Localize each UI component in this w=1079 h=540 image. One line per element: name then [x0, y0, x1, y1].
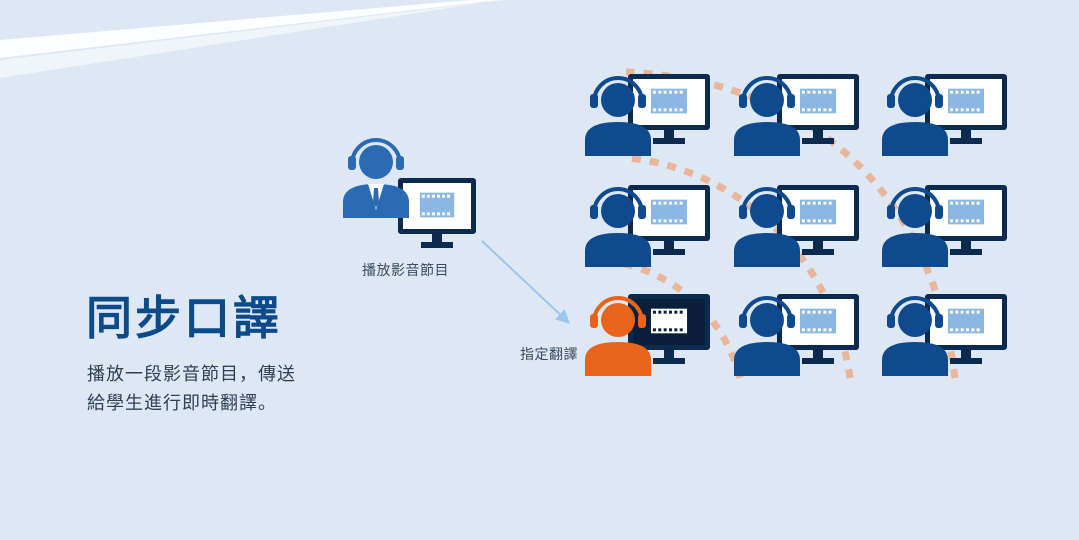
monitor-icon	[628, 74, 710, 144]
film-icon	[799, 308, 837, 334]
student-figure-4	[585, 185, 710, 267]
description: 播放一段影音節目，傳送 給學生進行即時翻譯。	[87, 360, 296, 418]
film-icon	[947, 88, 985, 114]
student-figure-2	[734, 74, 859, 156]
student-figure-1	[585, 74, 710, 156]
interpreter-label: 指定翻譯	[520, 347, 578, 363]
monitor-icon	[398, 178, 476, 248]
film-icon	[650, 308, 688, 334]
description-line-1: 播放一段影音節目，傳送	[87, 364, 296, 385]
interpreter-figure	[585, 294, 710, 376]
decorative-stripe	[0, 0, 500, 58]
student-figure-8	[734, 294, 859, 376]
film-icon	[947, 308, 985, 334]
film-icon	[650, 199, 688, 225]
film-icon	[947, 199, 985, 225]
page-title: 同步口譯	[86, 291, 282, 345]
teacher-figure	[343, 138, 476, 248]
film-icon	[419, 192, 455, 218]
student-figure-3	[882, 74, 1007, 156]
monitor-icon	[925, 74, 1007, 144]
student-figure-9	[882, 294, 1007, 376]
student-figure-6	[882, 185, 1007, 267]
film-icon	[799, 88, 837, 114]
film-icon	[650, 88, 688, 114]
film-icon	[799, 199, 837, 225]
description-line-2: 給學生進行即時翻譯。	[87, 393, 277, 414]
flow-arrow	[481, 240, 571, 324]
teacher-label: 播放影音節目	[362, 263, 449, 279]
monitor-icon	[628, 294, 710, 364]
student-figure-5	[734, 185, 859, 267]
monitor-icon	[777, 294, 859, 364]
